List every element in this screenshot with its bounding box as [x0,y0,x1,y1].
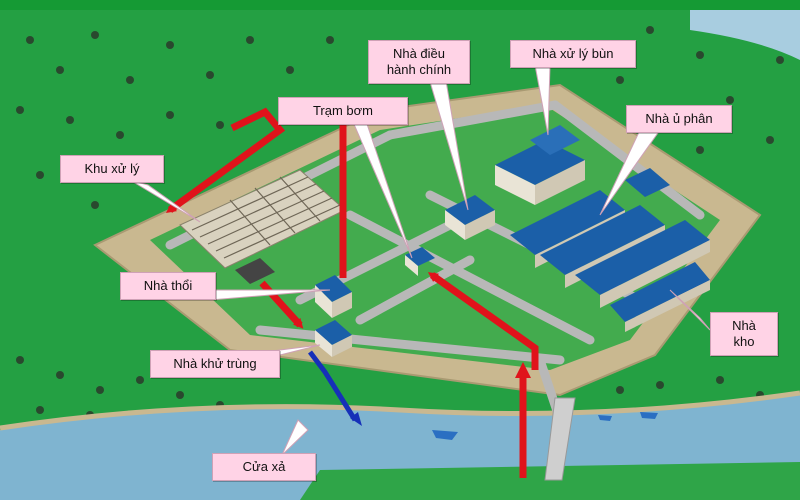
bridge [544,397,576,481]
outflow-arrowhead [350,412,362,426]
inflow-arrowhead [515,362,531,378]
inflow-pipe-to-pump [427,272,539,370]
trees [16,26,784,419]
label-tram-bom: Trạm bơm [278,97,408,125]
buildings [315,125,710,357]
label-cua-xa: Cửa xả [212,453,316,481]
treatment-basins [179,169,346,284]
arrow-to-treatment [165,107,286,213]
river-top-right [690,10,800,60]
inflow-arrows [165,107,539,478]
boats [432,412,658,440]
river-bank [0,390,800,431]
label-nha-u-phan: Nhà ủ phân [626,105,732,133]
top-green-frame [0,0,800,10]
label-nha-khu-trung: Nhà khử trùng [150,350,280,378]
outflow-arrow [308,350,358,422]
far-shore [300,462,800,500]
label-nha-dieu-hanh: Nhà điều hành chính [368,40,470,84]
label-khu-xu-ly: Khu xử lý [60,155,164,183]
label-nha-xu-ly-bun: Nhà xử lý bùn [510,40,636,68]
label-nha-kho: Nhà kho [710,312,778,356]
label-nha-thoi: Nhà thổi [120,272,216,300]
callout-pointers [129,64,711,456]
